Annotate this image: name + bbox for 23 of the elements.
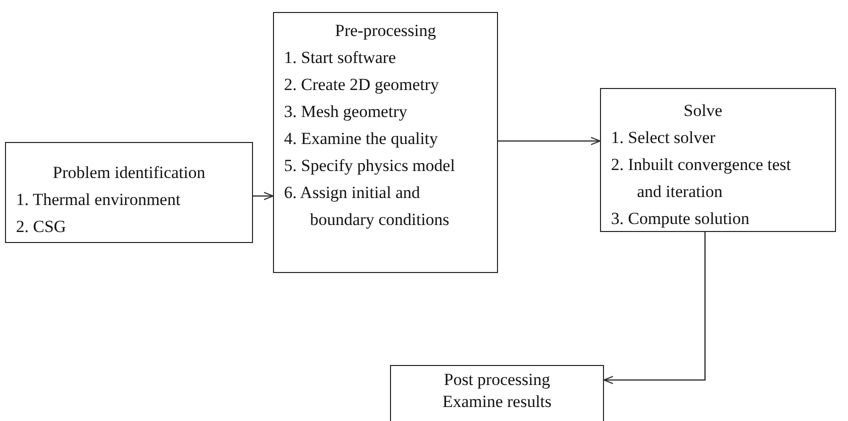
list-item: 5. Specify physics model <box>284 155 456 177</box>
process-box <box>390 365 604 421</box>
list-item: 2. Create 2D geometry <box>284 74 440 96</box>
list-item: 4. Examine the quality <box>284 128 439 150</box>
process-box <box>5 142 253 243</box>
box-heading: Post processing <box>442 369 552 391</box>
process-box <box>273 12 498 273</box>
arrow <box>253 192 274 200</box>
arrow <box>498 136 601 146</box>
box-heading: Solve <box>682 100 724 122</box>
list-item: 1. Thermal environment <box>16 189 182 211</box>
arrow <box>603 232 706 384</box>
box-text: Examine results <box>441 391 553 413</box>
list-item: 2. CSG <box>16 216 68 238</box>
box-heading: Pre-processing <box>334 20 438 42</box>
list-item: 1. Select solver <box>611 127 716 149</box>
process-box <box>600 88 836 232</box>
list-item: 1. Start software <box>284 47 397 69</box>
list-item: 2. Inbuilt convergence test and iteration <box>611 154 792 203</box>
list-item: 6. Assign initial and boundary conditions <box>284 182 450 231</box>
list-item: 3. Mesh geometry <box>284 101 408 123</box>
box-heading: Problem identification <box>52 162 206 184</box>
list-item: 3. Compute solution <box>611 208 750 230</box>
